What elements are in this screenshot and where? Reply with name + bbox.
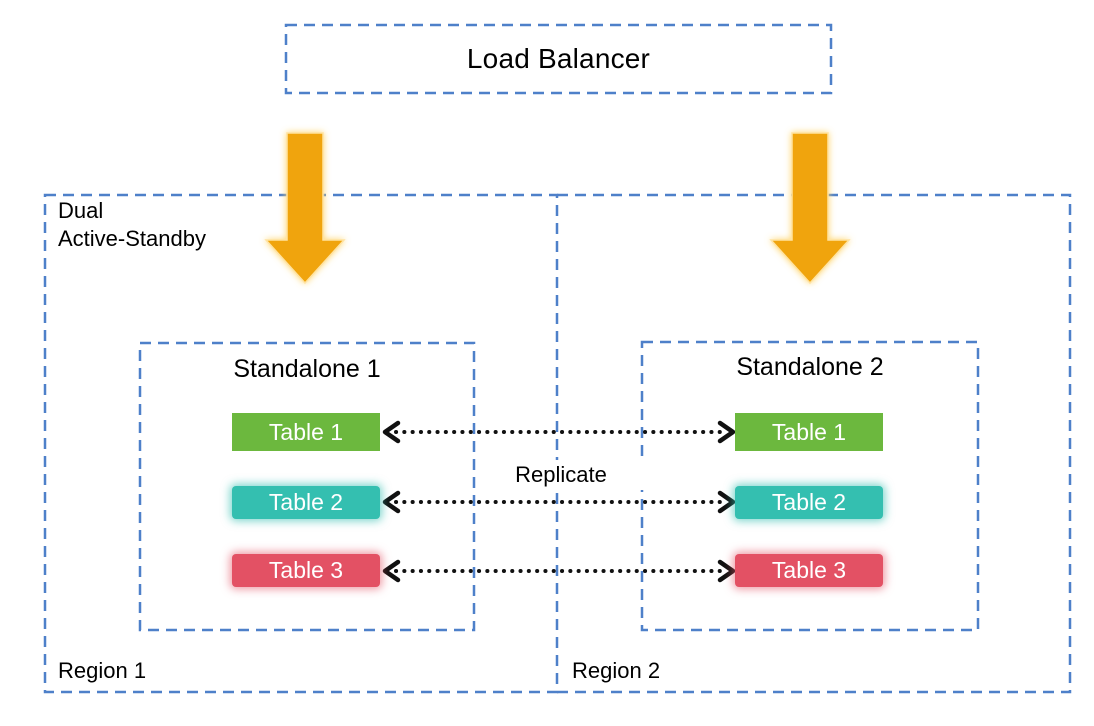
standalone-1-box [138, 341, 476, 632]
arrowhead-right-icon [717, 559, 736, 583]
replication-connector-table1 [382, 420, 736, 444]
standalone2-table2-chip: Table 2 [735, 486, 883, 519]
arrowhead-right-icon [717, 490, 736, 514]
arrowhead-left-icon [382, 490, 401, 514]
load-balancer-label: Load Balancer [466, 43, 651, 74]
down-arrow-left-icon [264, 132, 346, 285]
replication-connector-table2 [382, 490, 736, 514]
down-arrow-right-icon [769, 132, 851, 285]
standalone2-table1-chip: Table 1 [735, 413, 883, 451]
standalone1-table3-chip: Table 3 [232, 554, 380, 587]
replication-connector-table3 [382, 559, 736, 583]
standalone1-table2-chip: Table 2 [232, 486, 380, 519]
region-1-label: Region 1 [58, 658, 147, 683]
arrowhead-right-icon [717, 420, 736, 444]
arrowhead-left-icon [382, 420, 401, 444]
standalone-1-title: Standalone 1 [233, 355, 381, 383]
replicate-label: Replicate [477, 460, 645, 490]
mode-label-line2: Active-Standby [58, 226, 206, 251]
standalone-2-title: Standalone 2 [736, 353, 884, 381]
standalone1-table1-chip: Table 1 [232, 413, 380, 451]
mode-label-line1: Dual [58, 198, 104, 223]
standalone2-table3-chip: Table 3 [735, 554, 883, 587]
arrowhead-left-icon [382, 559, 401, 583]
load-balancer-box [284, 23, 833, 95]
region-2-label: Region 2 [572, 658, 661, 683]
mode-label: Dual Active-Standby [58, 197, 206, 253]
